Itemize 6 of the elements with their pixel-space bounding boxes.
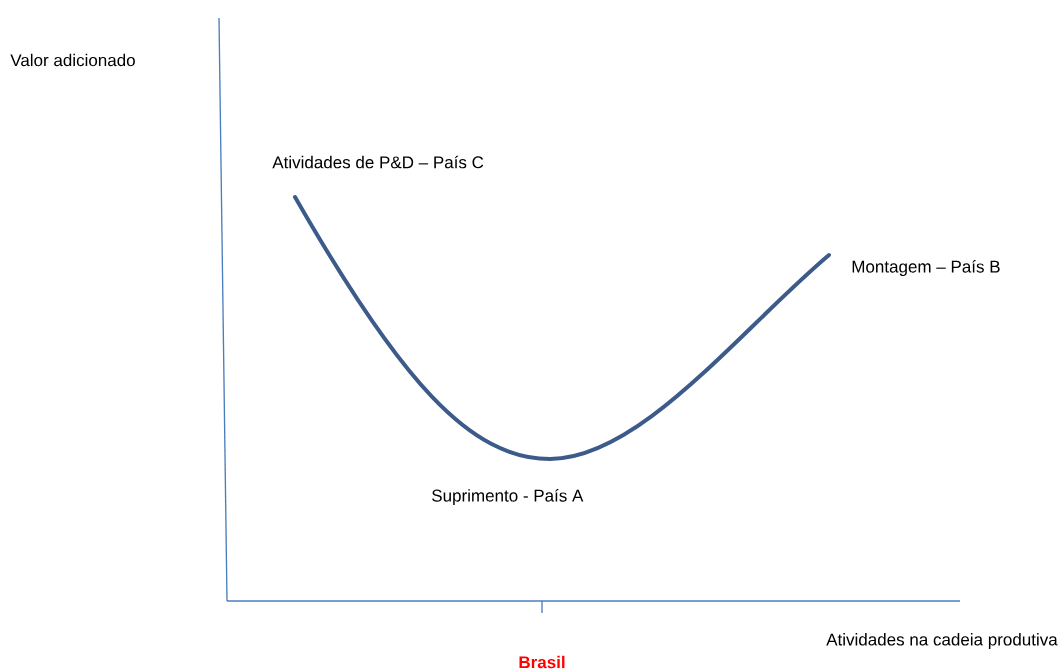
curve-label: Montagem – País B xyxy=(852,259,1000,277)
tick-label: Brasil xyxy=(519,655,565,669)
curve-label: Atividades de P&D – País C xyxy=(272,155,484,169)
axis-label: Valor adicionado xyxy=(10,53,135,67)
axis-label: Atividades na cadeia produtiva xyxy=(826,633,1058,649)
curve-label: Suprimento - País A xyxy=(432,489,584,506)
